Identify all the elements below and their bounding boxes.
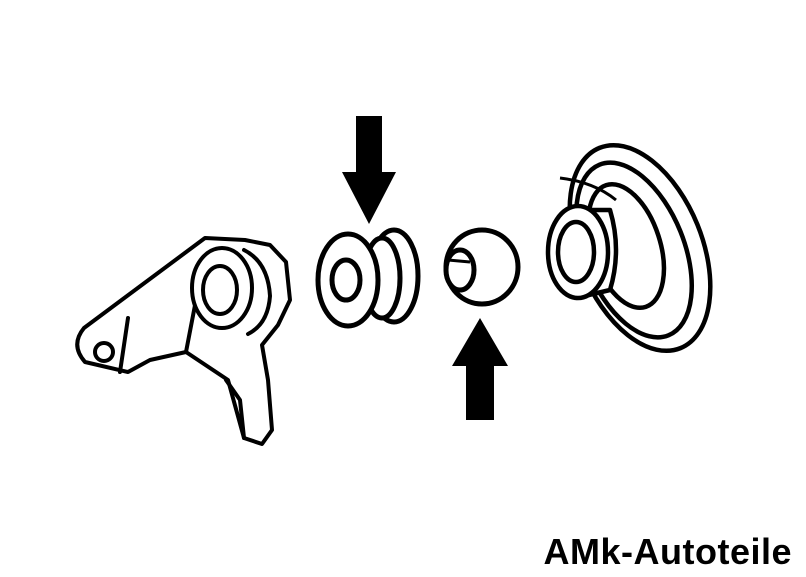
- ball-joint: [443, 227, 521, 307]
- bushing: [315, 227, 421, 329]
- ball-socket-boot: [545, 142, 713, 354]
- watermark-text: AMk-Autoteile: [543, 531, 792, 572]
- arrow-down: [342, 116, 396, 224]
- arrow-up: [452, 318, 508, 420]
- shift-lever-bracket: [75, 236, 292, 446]
